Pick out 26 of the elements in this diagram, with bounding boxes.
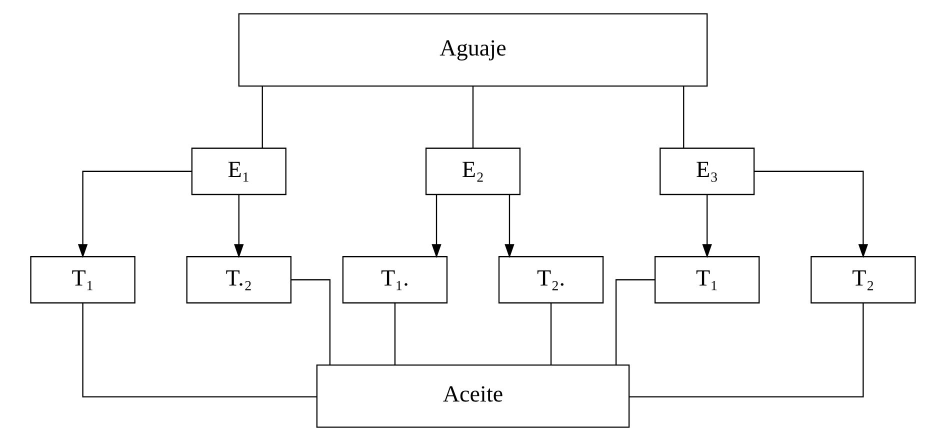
arrow	[754, 170, 868, 258]
arrow	[77, 170, 192, 258]
connector	[472, 86, 474, 148]
connector	[290, 279, 330, 365]
node-box: Aguaje	[238, 13, 708, 87]
node-box: T₁	[654, 256, 760, 304]
connector	[682, 86, 684, 148]
node-box: T₂.	[498, 256, 604, 304]
connector	[615, 279, 654, 365]
connector	[628, 302, 864, 398]
arrow	[234, 194, 244, 258]
connector	[550, 303, 552, 365]
node-box: E₂	[424, 148, 520, 196]
node-box: E₁	[190, 148, 286, 196]
arrow	[504, 194, 514, 258]
node-box: T₂	[810, 256, 916, 304]
connector	[394, 303, 396, 365]
node-box: T.₂	[186, 256, 291, 304]
node-box: Aceite	[316, 364, 630, 428]
node-box: E₃	[659, 148, 754, 196]
arrow	[702, 194, 712, 258]
connector	[82, 302, 316, 398]
connector	[261, 86, 262, 148]
node-box: T₁.	[342, 256, 448, 304]
arrow	[431, 194, 441, 258]
node-box: T₁	[30, 256, 135, 304]
